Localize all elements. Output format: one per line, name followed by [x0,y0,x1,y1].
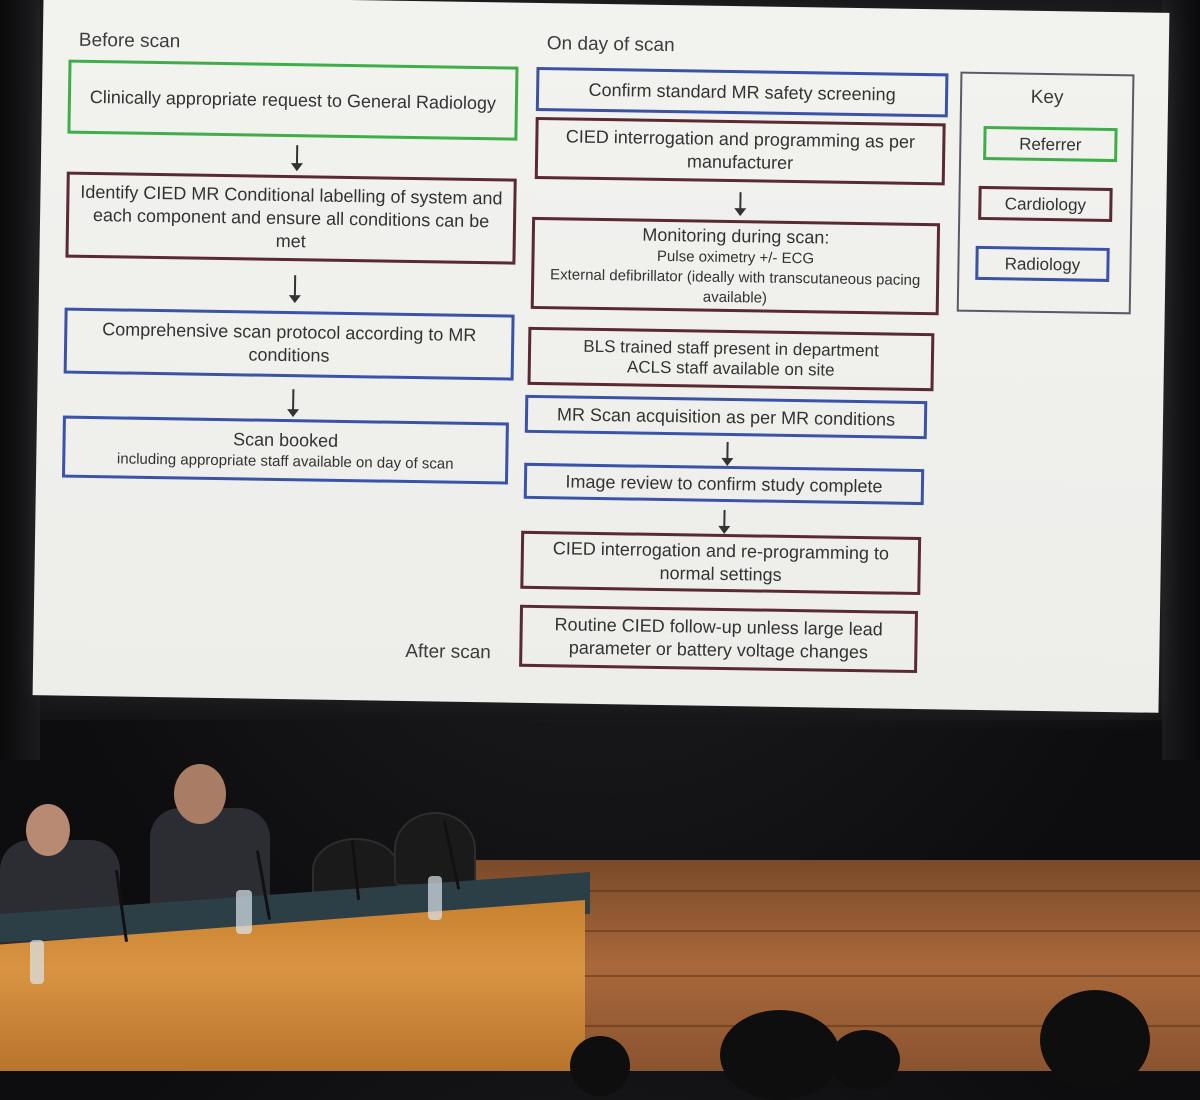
step-mr-acquisition: MR Scan acquisition as per MR conditions [524,394,928,440]
key-referrer: Referrer [983,125,1118,163]
step-identify-cied-labelling: Identify CIED MR Conditional labelling o… [65,171,517,265]
step-scan-protocol: Comprehensive scan protocol according to… [63,307,515,381]
down-arrow-icon [295,145,299,166]
right-curtain [1162,0,1200,760]
audience-head [1040,990,1150,1090]
step-text: Image review to confirm study complete [565,470,883,496]
projection-screen: Before scan On day of scan After scan Cl… [32,0,1170,713]
step-line: External defibrillator (ideally with tra… [550,265,921,307]
after-scan-heading: After scan [405,640,492,664]
step-text: Monitoring during scan: [642,224,830,248]
step-mr-safety-screening: Confirm standard MR safety screening [535,66,949,118]
step-text: MR Scan acquisition as per MR conditions [556,403,896,430]
key-label: Cardiology [1004,193,1087,215]
step-text: Clinically appropriate request to Genera… [89,86,497,113]
step-text: Confirm standard MR safety screening [588,79,896,105]
on-day-heading: On day of scan [546,33,675,57]
step-routine-followup: Routine CIED follow-up unless large lead… [519,604,919,674]
down-arrow-icon [726,441,729,461]
down-arrow-icon [293,275,297,298]
water-bottle [30,940,44,984]
step-subtext: including appropriate staff available on… [116,449,454,473]
step-request-radiology: Clinically appropriate request to Genera… [67,59,519,141]
legend-key: Key Referrer Cardiology Radiology [956,71,1135,315]
slide-flowchart: Before scan On day of scan After scan Cl… [33,0,1170,713]
step-bls-acls-staff: BLS trained staff present in department … [527,326,935,392]
key-title: Key [1030,86,1064,109]
audience-head [720,1010,840,1100]
step-monitoring: Monitoring during scan: Pulse oximetry +… [530,216,941,316]
audience-head [830,1030,900,1090]
step-line: Pulse oximetry +/- ECG [656,247,815,267]
key-radiology: Radiology [975,245,1110,282]
step-text: CIED interrogation and re-programming to… [552,538,890,585]
key-label: Referrer [1019,134,1082,155]
down-arrow-icon [292,389,295,412]
water-bottle [236,890,252,934]
step-text-2: ACLS staff available on site [626,357,835,380]
step-text: CIED interrogation and programming as pe… [565,126,916,173]
step-text: Scan booked [232,428,339,451]
key-label: Radiology [1004,253,1081,275]
down-arrow-icon [739,192,742,211]
step-text: Comprehensive scan protocol according to… [102,319,477,366]
empty-chair [394,812,476,886]
step-cied-reprogramming: CIED interrogation and re-programming to… [520,530,922,596]
down-arrow-icon [723,509,726,528]
key-cardiology: Cardiology [978,185,1113,223]
step-scan-booked: Scan booked including appropriate staff … [61,415,509,485]
step-text: Identify CIED MR Conditional labelling o… [80,181,503,251]
audience-head [570,1036,630,1096]
step-cied-programming: CIED interrogation and programming as pe… [534,116,946,186]
step-image-review: Image review to confirm study complete [523,462,925,506]
before-scan-heading: Before scan [78,29,181,53]
water-bottle [428,876,442,920]
step-text: Routine CIED follow-up unless large lead… [554,614,883,663]
